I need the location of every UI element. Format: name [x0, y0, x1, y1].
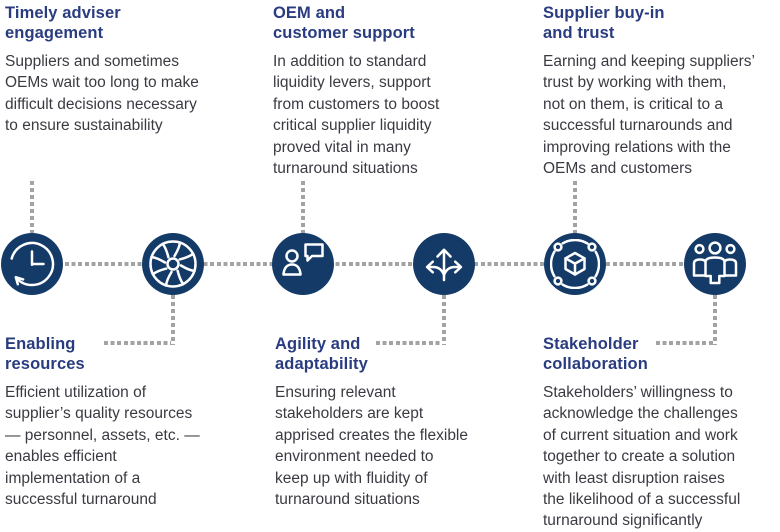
block-title: Enabling resources [5, 335, 85, 373]
circle-enabling-resources [142, 233, 204, 295]
circle-stakeholder-collab [684, 233, 746, 295]
block-title: Agility and adaptability [275, 335, 368, 373]
top-block-oem-support: OEM and customer support In addition to … [273, 4, 531, 179]
block-title: Timely adviser engagement [5, 4, 121, 42]
circle-supplier-trust [544, 233, 606, 295]
three-way-arrows-icon [425, 248, 463, 282]
circle-timely-engagement [1, 233, 63, 295]
timeline-dotted-line [32, 262, 715, 266]
bottom-block-stakeholder-collab: Stakeholder collaboration Stakeholders’ … [543, 335, 780, 532]
block-body: Stakeholders’ willingness to acknowledge… [543, 384, 741, 530]
clock-history-icon [10, 241, 55, 287]
person-speech-bubble-icon [282, 243, 324, 276]
block-title: Supplier buy-in and trust [543, 4, 665, 42]
connector-bottom-1-vertical [171, 295, 175, 345]
top-block-supplier-trust: Supplier buy-in and trust Earning and ke… [543, 4, 780, 179]
circle-customer-support [272, 233, 334, 295]
connector-bottom-2-vertical [442, 295, 446, 345]
connector-top-3 [573, 181, 577, 233]
block-body: In addition to standard liquidity levers… [273, 53, 440, 178]
connector-top-2 [301, 181, 305, 233]
top-block-timely-adviser: Timely adviser engagement Suppliers and … [5, 4, 263, 137]
block-body: Efficient utilization of supplier’s qual… [5, 384, 200, 509]
bottom-block-agility: Agility and adaptability Ensuring releva… [275, 335, 533, 510]
cube-network-icon [550, 239, 600, 289]
connector-bottom-3-vertical [713, 295, 717, 345]
block-body: Ensuring relevant stakeholders are kept … [275, 384, 469, 509]
connector-top-1 [30, 181, 34, 233]
circle-agility [413, 233, 475, 295]
block-body: Earning and keeping suppliers’ trust by … [543, 53, 755, 178]
connector-bottom-3-horizontal [656, 341, 713, 345]
bottom-block-enabling-resources: Enabling resources Efficient utilization… [5, 335, 263, 510]
connector-bottom-1-horizontal [104, 341, 171, 345]
block-title: Stakeholder collaboration [543, 335, 648, 373]
turbine-fan-icon [149, 240, 197, 288]
people-group-icon [692, 241, 738, 285]
block-title: OEM and customer support [273, 4, 415, 42]
connector-bottom-2-horizontal [376, 341, 442, 345]
block-body: Suppliers and sometimes OEMs wait too lo… [5, 53, 199, 135]
